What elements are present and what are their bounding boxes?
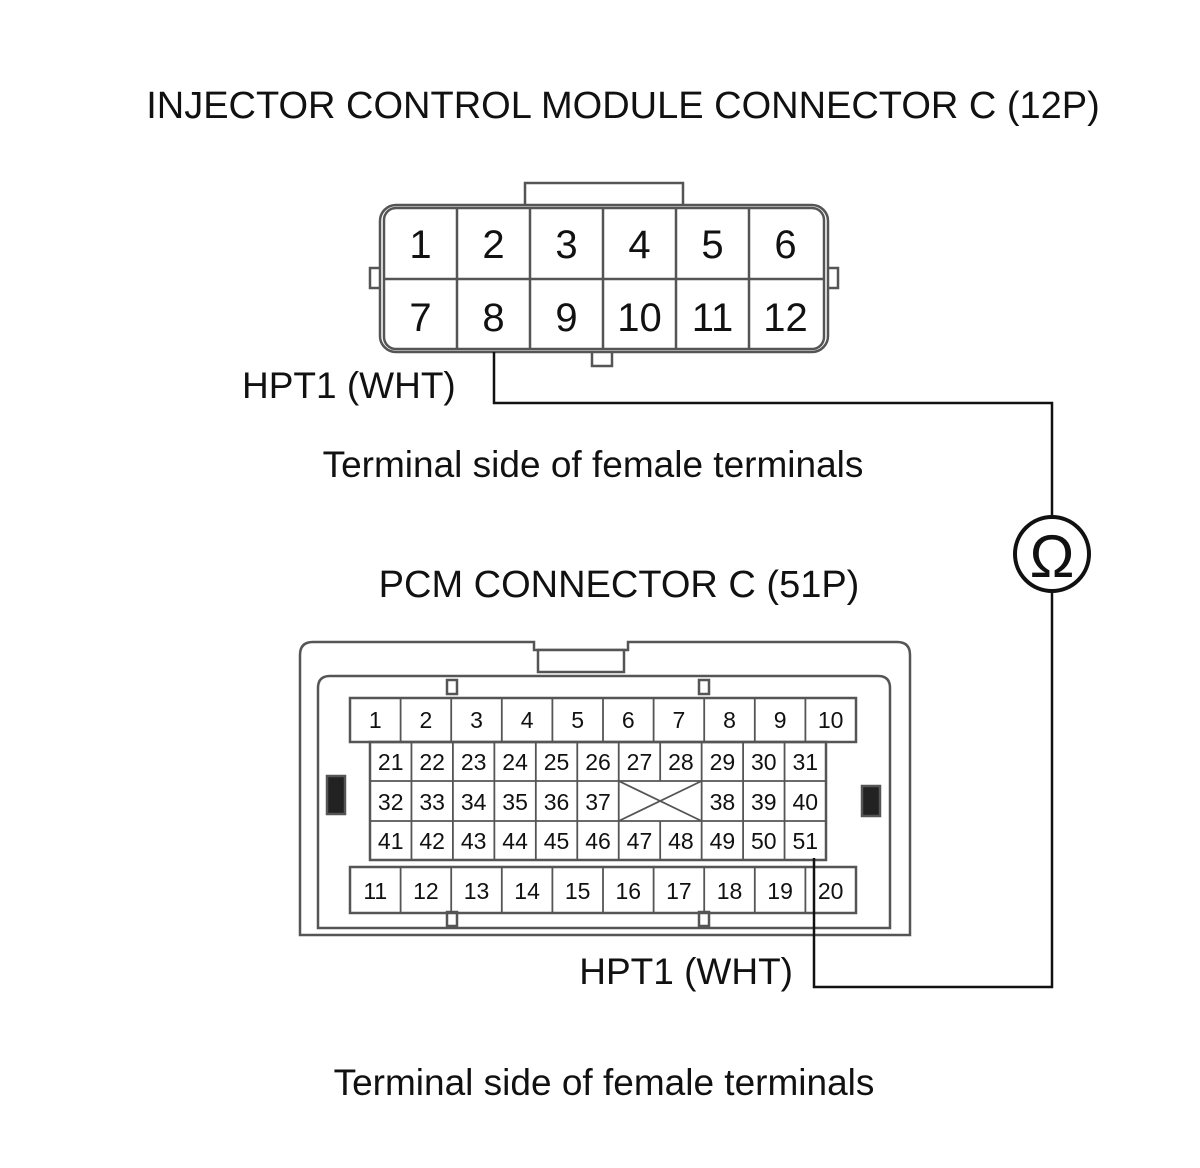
terminal-42: 42 [419, 828, 445, 854]
terminal-9: 9 [555, 296, 577, 340]
terminal-3: 3 [470, 707, 483, 733]
terminal-36: 36 [544, 789, 570, 815]
terminal-2: 2 [420, 707, 433, 733]
terminal-7: 7 [409, 296, 431, 340]
terminal-5: 5 [701, 223, 723, 267]
probe-wire [492, 352, 1054, 989]
terminal-37: 37 [585, 789, 611, 815]
terminal-35: 35 [502, 789, 528, 815]
terminal-26: 26 [585, 749, 611, 775]
icm-connector-title: INJECTOR CONTROL MODULE CONNECTOR C (12P… [146, 85, 1100, 127]
terminal-45: 45 [544, 828, 570, 854]
terminal-50: 50 [751, 828, 777, 854]
terminal-18: 18 [717, 878, 743, 904]
ohm-meter-icon: Ω [1013, 515, 1091, 593]
pcm-terminal-side-caption: Terminal side of female terminals [334, 1062, 875, 1103]
terminal-46: 46 [585, 828, 611, 854]
terminal-22: 22 [419, 749, 445, 775]
terminal-13: 13 [464, 878, 490, 904]
terminal-2: 2 [482, 223, 504, 267]
terminal-4: 4 [628, 223, 650, 267]
terminal-10: 10 [617, 296, 662, 340]
terminal-39: 39 [751, 789, 777, 815]
terminal-44: 44 [502, 828, 528, 854]
terminal-17: 17 [666, 878, 692, 904]
terminal-32: 32 [378, 789, 404, 815]
terminal-8: 8 [723, 707, 736, 733]
terminal-3: 3 [555, 223, 577, 267]
terminal-25: 25 [544, 749, 570, 775]
terminal-30: 30 [751, 749, 777, 775]
terminal-9: 9 [774, 707, 787, 733]
icm-connector-12p [368, 181, 840, 368]
terminal-38: 38 [710, 789, 736, 815]
terminal-11: 11 [692, 296, 734, 340]
terminal-12: 12 [763, 296, 808, 340]
ohm-symbol: Ω [1030, 523, 1075, 590]
terminal-23: 23 [461, 749, 487, 775]
terminal-19: 19 [767, 878, 793, 904]
terminal-6: 6 [622, 707, 635, 733]
pcm-terminal-grid [370, 698, 826, 913]
terminal-33: 33 [419, 789, 445, 815]
terminal-16: 16 [616, 878, 642, 904]
terminal-49: 49 [710, 828, 736, 854]
terminal-20: 20 [818, 878, 844, 904]
terminal-47: 47 [627, 828, 653, 854]
terminal-41: 41 [378, 828, 404, 854]
terminal-43: 43 [461, 828, 487, 854]
pcm-connector-title: PCM CONNECTOR C (51P) [379, 564, 860, 606]
terminal-6: 6 [774, 223, 796, 267]
terminal-15: 15 [565, 878, 591, 904]
terminal-1: 1 [409, 223, 431, 267]
terminal-29: 29 [710, 749, 736, 775]
terminal-7: 7 [673, 707, 686, 733]
cell-divider [618, 780, 703, 822]
terminal-5: 5 [571, 707, 584, 733]
terminal-28: 28 [668, 749, 694, 775]
terminal-51: 51 [792, 828, 818, 854]
terminal-31: 31 [792, 749, 818, 775]
terminal-14: 14 [514, 878, 540, 904]
terminal-48: 48 [668, 828, 694, 854]
icm-wire-label: HPT1 (WHT) [242, 365, 456, 406]
terminal-40: 40 [792, 789, 818, 815]
terminal-1: 1 [369, 707, 382, 733]
terminal-21: 21 [378, 749, 404, 775]
terminal-4: 4 [521, 707, 534, 733]
pcm-wire-label: HPT1 (WHT) [579, 951, 793, 992]
terminal-34: 34 [461, 789, 487, 815]
terminal-8: 8 [482, 296, 504, 340]
terminal-27: 27 [627, 749, 653, 775]
terminal-24: 24 [502, 749, 528, 775]
terminal-12: 12 [413, 878, 439, 904]
terminal-11: 11 [363, 878, 387, 904]
terminal-10: 10 [818, 707, 844, 733]
icm-terminal-side-caption: Terminal side of female terminals [323, 444, 864, 485]
